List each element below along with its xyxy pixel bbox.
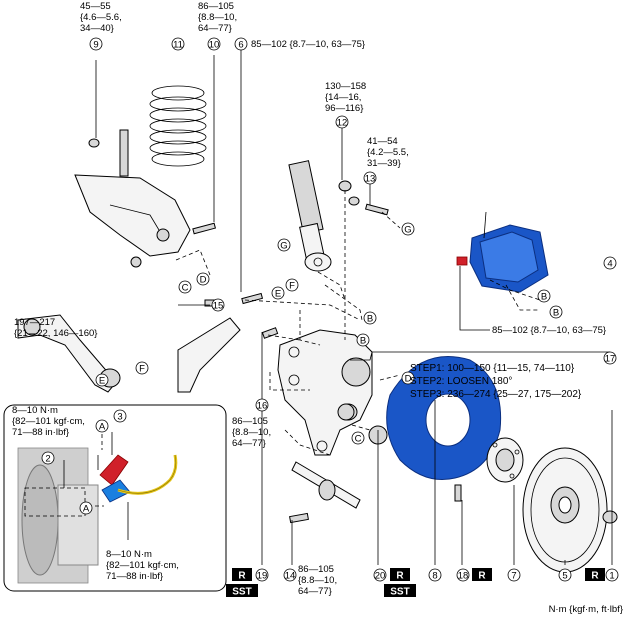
svg-text:D: D [200, 275, 207, 286]
coil-spring [149, 85, 207, 167]
part-num-14: 14 [285, 571, 296, 582]
units-legend: N·m {kgf·m, ft·lbf} [549, 604, 623, 615]
part-num-7: 7 [511, 571, 516, 582]
part-num-19: 19 [257, 571, 268, 582]
part-num-16: 16 [257, 401, 268, 412]
svg-text:STEP1: 100—150 {11—15, 74—110}: STEP1: 100—150 {11—15, 74—110}STEP2: LOO… [410, 363, 582, 400]
svg-text:45—55{4.6—5.6,34—40}: 45—55{4.6—5.6,34—40} [80, 1, 122, 34]
part-num-4: 4 [607, 259, 612, 270]
brake-disc [522, 447, 608, 573]
svg-text:SST: SST [232, 587, 251, 598]
part-num-6: 6 [238, 40, 243, 51]
part-num-12: 12 [337, 118, 348, 129]
part-num-2: 2 [45, 454, 50, 465]
svg-text:G: G [280, 241, 287, 252]
upper-arm [74, 129, 191, 268]
svg-text:R: R [396, 571, 404, 582]
svg-text:F: F [139, 364, 145, 375]
shock-absorber [288, 160, 332, 272]
svg-text:197—217{21—22, 146—160}: 197—217{21—22, 146—160} [14, 317, 97, 339]
svg-text:B: B [367, 314, 373, 325]
part-num-15: 15 [213, 301, 224, 312]
dust-shield [386, 356, 502, 480]
svg-text:C: C [182, 283, 189, 294]
trailing-link [291, 461, 361, 509]
inset-box [3, 404, 227, 592]
svg-text:A: A [83, 504, 90, 515]
svg-text:D: D [405, 374, 412, 385]
wheel-hub [486, 437, 524, 483]
svg-text:86—105{8.8—10,64—77}: 86—105{8.8—10,64—77} [232, 416, 271, 449]
reference-letters: C D G G E F B B B B F E C D A A [79, 222, 563, 515]
part-num-9: 9 [93, 40, 98, 51]
torque-specs: 45—55{4.6—5.6,34—40} 86—105{8.8—10,64—77… [12, 1, 606, 597]
svg-text:85—102 {8.7—10, 63—75}: 85—102 {8.7—10, 63—75} [492, 325, 606, 336]
badges: R SST R SST R R [226, 568, 605, 598]
part-num-10: 10 [209, 40, 220, 51]
part-num-13: 13 [365, 174, 376, 185]
svg-text:B: B [553, 308, 559, 319]
part-num-1: 1 [609, 571, 614, 582]
part-num-18: 18 [458, 571, 469, 582]
part-num-3: 3 [117, 412, 122, 423]
svg-text:C: C [355, 434, 362, 445]
svg-text:B: B [360, 336, 366, 347]
part-num-5: 5 [562, 571, 567, 582]
svg-text:E: E [275, 289, 281, 300]
svg-text:130—158{14—16,96—116}: 130—158{14—16,96—116} [325, 81, 366, 114]
svg-text:B: B [541, 292, 547, 303]
svg-text:86—105{8.8—10,64—77}: 86—105{8.8—10,64—77} [198, 1, 237, 34]
svg-text:41—54{4.2—5.5,31—39}: 41—54{4.2—5.5,31—39} [367, 136, 409, 169]
reference-lines [95, 48, 613, 565]
part-number-labels: 9 11 10 6 12 13 4 15 17 16 2 3 19 14 20 … [41, 37, 619, 582]
svg-text:R: R [591, 571, 599, 582]
part-num-11: 11 [173, 40, 183, 51]
svg-text:85—102 {8.7—10, 63—75}: 85—102 {8.7—10, 63—75} [251, 39, 365, 50]
svg-text:F: F [289, 281, 295, 292]
part-num-8: 8 [432, 571, 437, 582]
link-bracket [177, 317, 241, 393]
part-num-17: 17 [605, 354, 616, 365]
svg-text:86—105{8.8—10,64—77}: 86—105{8.8—10,64—77} [298, 564, 337, 597]
svg-text:R: R [238, 571, 246, 582]
part-num-20: 20 [375, 571, 386, 582]
svg-text:R: R [478, 571, 486, 582]
svg-text:8—10 N·m{82—101 kgf·cm,71—88 i: 8—10 N·m{82—101 kgf·cm,71—88 in·lbf} [12, 405, 85, 438]
svg-text:SST: SST [390, 587, 409, 598]
svg-text:A: A [99, 422, 106, 433]
brake-caliper [456, 211, 549, 293]
svg-text:E: E [99, 376, 105, 387]
svg-text:G: G [404, 225, 411, 236]
svg-text:8—10 N·m{82—101 kgf·cm,71—88 i: 8—10 N·m{82—101 kgf·cm,71—88 in·lbf} [106, 549, 179, 582]
